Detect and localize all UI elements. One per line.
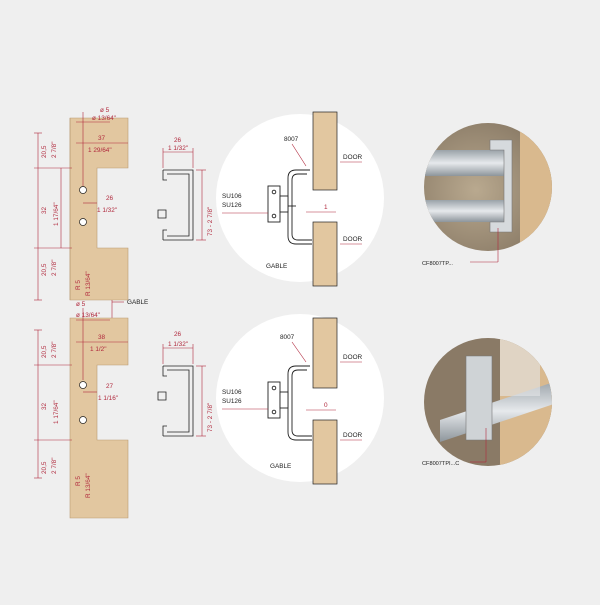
bottom-hole-2: [79, 416, 87, 424]
top-door-upper: [312, 111, 338, 191]
top-length-20-5-in: 2 7/8": [51, 142, 58, 158]
bottom-gap-value: 0: [324, 402, 328, 409]
top-photo-code: CF8007TP...: [422, 261, 453, 267]
top-profile-width: 26: [174, 137, 182, 144]
top-diameter-mm: ø 5: [100, 107, 110, 114]
bottom-radius-mm: R 5: [75, 476, 82, 486]
top-diameter-in: ø 13/64": [92, 115, 116, 122]
top-width-26: 26: [106, 195, 114, 202]
top-profile-height: 73 - 2 7/8": [207, 207, 214, 236]
top-section: ø 5 ø 13/64" 37 1 29/64" 26 1 1/32" 20,5…: [34, 107, 552, 301]
bottom-length-20-5: 20,5: [41, 345, 48, 358]
top-profile: [157, 169, 194, 241]
bottom-hinge-code: 8007: [280, 334, 295, 341]
top-door-label-2: DOOR: [343, 236, 363, 243]
top-length-20-5b: 20,5: [41, 263, 48, 276]
gable-label: GABLE: [127, 299, 148, 306]
top-width-37: 37: [98, 135, 106, 142]
bottom-width-38: 38: [98, 334, 106, 341]
bottom-diameter-mm: ø 5: [76, 301, 86, 308]
top-radius-in: R 13/64": [85, 271, 92, 296]
bottom-length-20-5-in: 2 7/8": [51, 342, 58, 358]
bottom-diameter-in: ø 13/64": [76, 312, 100, 319]
top-length-20-5: 20,5: [41, 145, 48, 158]
bottom-profile-width-in: 1 1/32": [168, 341, 188, 348]
top-radius-mm: R 5: [75, 280, 82, 290]
top-photo: [424, 123, 552, 251]
top-hole-2: [79, 218, 87, 226]
bottom-door-upper: [312, 317, 338, 389]
top-door-label-1: DOOR: [343, 154, 363, 161]
top-width-37-in: 1 29/64": [88, 147, 112, 154]
bottom-section: ø 5 ø 13/64" 38 1 1/2" 27 1 1/16" 20,5 2…: [34, 301, 552, 519]
bottom-profile-height: 73 - 2 7/8": [207, 403, 214, 432]
top-length-32-in: 1 17/64": [53, 202, 60, 226]
bottom-photo-code: CF8007TPI...C: [422, 461, 459, 467]
top-door-lower: [312, 221, 338, 287]
bottom-su126: SU126: [222, 398, 242, 405]
bottom-door-label-1: DOOR: [343, 354, 363, 361]
bottom-length-32-in: 1 17/64": [53, 400, 60, 424]
top-hole-1: [79, 186, 87, 194]
bottom-width-38-in: 1 1/2": [90, 346, 106, 353]
bottom-width-27: 27: [106, 383, 114, 390]
top-hinge-code: 8007: [284, 136, 299, 143]
top-gap-value: 1: [324, 204, 328, 211]
bottom-length-20-5b: 20,5: [41, 461, 48, 474]
bottom-profile-width: 26: [174, 331, 182, 338]
bottom-hole-1: [79, 381, 87, 389]
top-detail-circle: [216, 114, 384, 282]
bottom-length-20-5b-in: 2 7/8": [51, 458, 58, 474]
top-length-32: 32: [41, 206, 48, 214]
bottom-door-lower: [312, 419, 338, 485]
bottom-gable-panel: [69, 317, 129, 519]
bottom-length-32: 32: [41, 402, 48, 410]
bottom-hinge: [267, 365, 312, 441]
bottom-su106: SU106: [222, 389, 242, 396]
top-gable-panel: [69, 117, 129, 301]
bottom-width-27-in: 1 1/16": [98, 395, 118, 402]
top-profile-width-in: 1 1/32": [168, 145, 188, 152]
top-su126: SU126: [222, 202, 242, 209]
bottom-profile: [157, 365, 194, 437]
top-gable-label: GABLE: [266, 263, 287, 270]
bottom-photo: [424, 338, 552, 466]
top-hinge: [267, 169, 312, 245]
top-length-20-5b-in: 2 7/8": [51, 260, 58, 276]
bottom-gable-label: GABLE: [270, 463, 291, 470]
bottom-door-label-2: DOOR: [343, 432, 363, 439]
bottom-radius-in: R 13/64": [85, 473, 92, 498]
top-width-26-in: 1 1/32": [97, 207, 117, 214]
top-su106: SU106: [222, 193, 242, 200]
